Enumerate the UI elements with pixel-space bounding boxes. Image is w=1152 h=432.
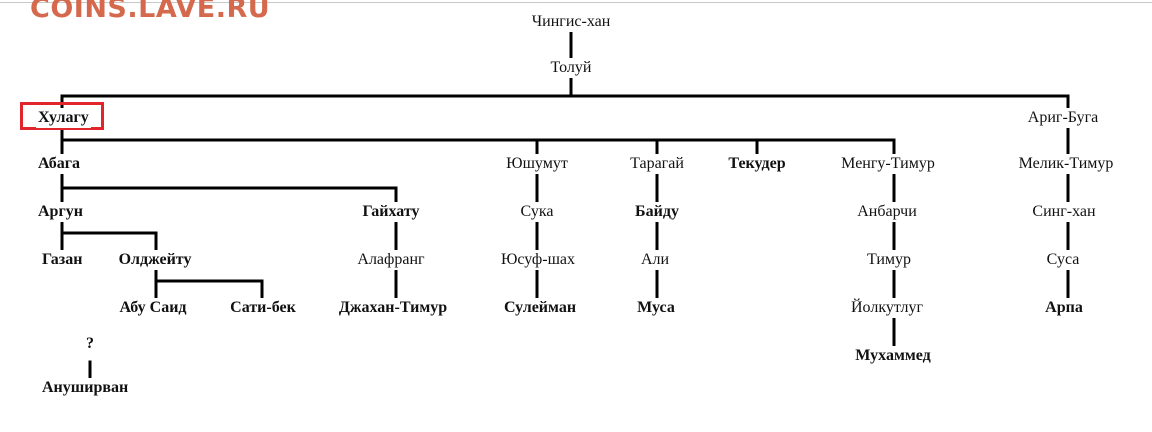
node-tolui: Толуй <box>548 58 594 78</box>
node-chingis-khan: Чингис-хан <box>529 12 613 32</box>
node-yushumut: Юшумут <box>504 154 570 174</box>
node-timur: Тимур <box>864 250 914 270</box>
node-hulagu: Хулагу <box>36 108 91 128</box>
watermark-text: COINS.LAVE.RU <box>30 0 271 24</box>
node-mengu-timur: Менгу-Тимур <box>839 154 937 174</box>
node-gaikhatu: Гайхату <box>360 202 422 222</box>
node-taragai: Тарагай <box>628 154 686 174</box>
node-baidu: Байду <box>633 202 681 222</box>
node-unknown-parent: ? <box>84 334 96 354</box>
node-mukhammed: Мухаммед <box>853 346 933 366</box>
node-dzhakhan-timur: Джахан-Тимур <box>336 298 450 318</box>
hulagu-highlight-box <box>20 102 104 130</box>
node-yusuf-shah: Юсуф-шах <box>498 250 578 270</box>
node-gazan: Газан <box>40 250 85 270</box>
node-argun: Аргун <box>36 202 85 222</box>
node-melik-timur: Мелик-Тимур <box>1016 154 1116 174</box>
node-arig-buga: Ариг-Буга <box>1025 108 1101 128</box>
node-alafrang: Алафранг <box>355 250 427 270</box>
node-abaga: Абага <box>36 154 83 174</box>
node-sing-khan: Синг-хан <box>1030 202 1098 222</box>
node-oldzheitu: Олджейту <box>116 250 194 270</box>
node-susa: Суса <box>1044 250 1082 270</box>
node-suka: Сука <box>518 202 556 222</box>
node-arpa: Арпа <box>1043 298 1085 318</box>
node-anushirvan: Ануширван <box>40 378 131 398</box>
node-musa: Муса <box>635 298 677 318</box>
top-divider <box>0 2 1152 3</box>
node-abu-said: Абу Саид <box>117 298 189 318</box>
node-ali: Али <box>638 250 672 270</box>
node-tekuder: Текудер <box>726 154 788 174</box>
node-yolkutlug: Йолкутлуг <box>848 298 926 318</box>
node-sati-bek: Сати-бек <box>228 298 298 318</box>
node-suleiman: Сулейман <box>501 298 579 318</box>
node-anbarchi: Анбарчи <box>855 202 919 222</box>
